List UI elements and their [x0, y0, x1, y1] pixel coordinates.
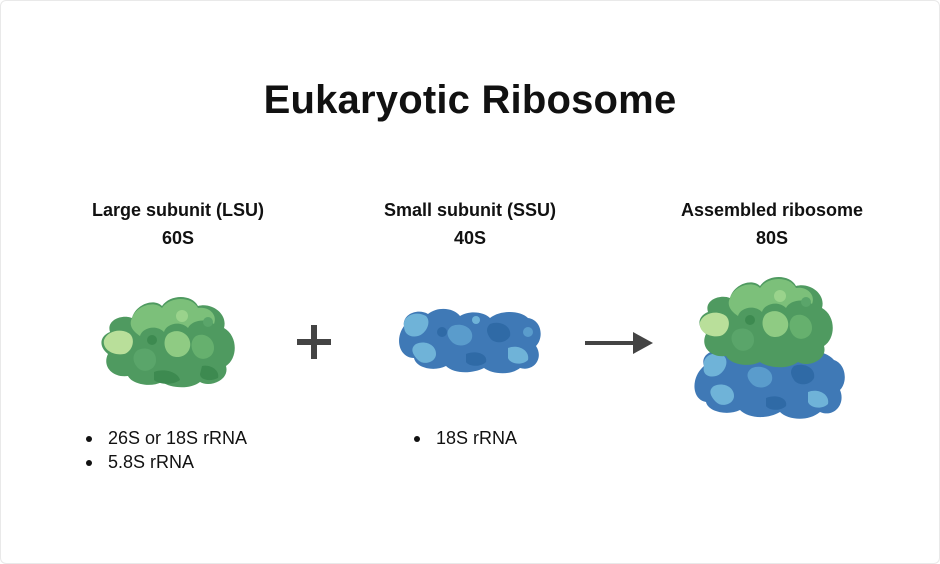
- ssu-components: 18S rRNA: [412, 426, 517, 450]
- ssu-svedberg: 40S: [453, 228, 487, 248]
- list-item: 26S or 18S rRNA: [84, 426, 247, 450]
- list-item: 18S rRNA: [412, 426, 517, 450]
- lsu-svedberg: 60S: [161, 228, 195, 248]
- list-item: 5.8S rRNA: [84, 450, 247, 474]
- ssu-heading: Small subunit (SSU) 40S: [352, 196, 588, 252]
- ssu-illustration: [399, 308, 541, 374]
- ssu-name: Small subunit (SSU): [383, 200, 556, 220]
- arrow-right-icon: [585, 332, 653, 354]
- lsu-heading: Large subunit (LSU) 60S: [60, 196, 296, 252]
- plus-icon: [297, 325, 331, 359]
- figure-title: Eukaryotic Ribosome: [263, 78, 677, 122]
- assembled-heading: Assembled ribosome 80S: [654, 196, 890, 252]
- assembled-svedberg: 80S: [755, 228, 789, 248]
- lsu-components: 26S or 18S rRNA 5.8S rRNA: [84, 426, 247, 474]
- lsu-name: Large subunit (LSU): [92, 200, 264, 220]
- assembled-illustration: [694, 277, 845, 419]
- assembled-name: Assembled ribosome: [680, 200, 864, 220]
- lsu-illustration: [101, 297, 235, 388]
